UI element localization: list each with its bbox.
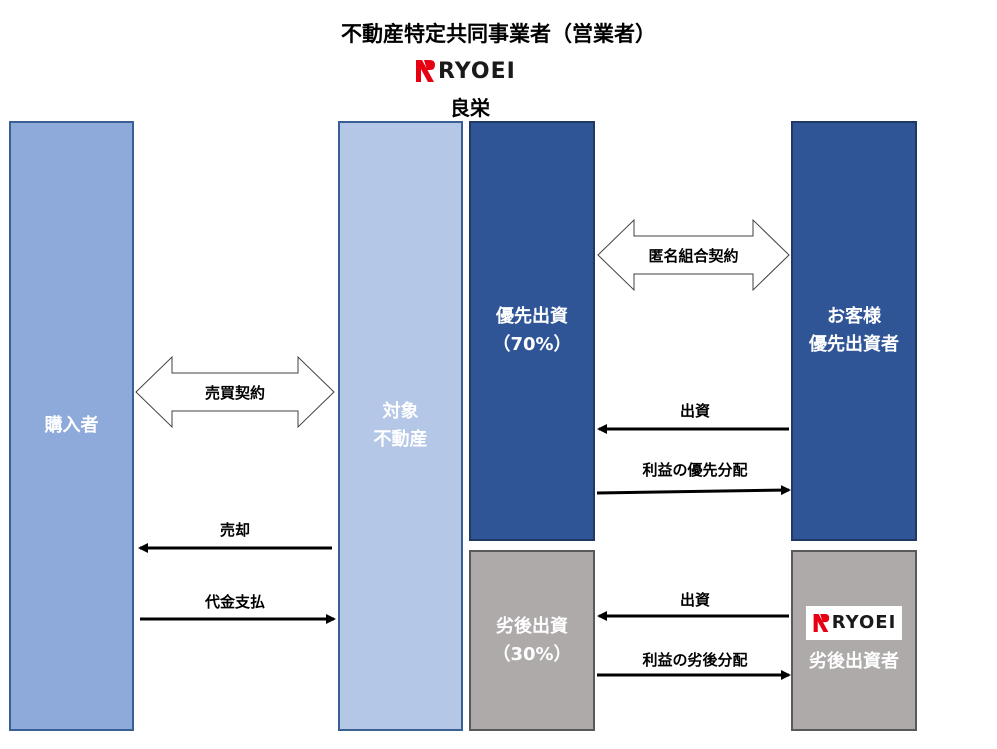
senior-profit-arrow	[596, 485, 791, 496]
tokumei-contract-label: 匿名組合契約	[648, 247, 739, 265]
ryoei-logo-mark-icon	[416, 60, 435, 82]
junior-investment-label: 出資	[679, 591, 710, 609]
senior-profit-label: 利益の優先分配	[642, 461, 748, 479]
senior-investment-label: 出資	[679, 402, 710, 420]
ryoei-logo-mark-icon	[813, 613, 829, 632]
junior-investor-box: RYOEI 劣後出資者	[791, 550, 917, 731]
sale-contract-double-arrow	[135, 355, 335, 429]
page-title: 不動産特定共同事業者（営業者）	[341, 22, 656, 46]
junior-investor-logo: RYOEI	[805, 605, 903, 640]
sale-contract-label: 売買契約	[204, 384, 265, 402]
tokumei-contract-double-arrow	[597, 218, 790, 292]
junior-investor-label: 劣後出資者	[809, 650, 899, 672]
senior-investment-box: 優先出資 （70%）	[469, 121, 595, 541]
ryoei-logo-text: RYOEI	[438, 58, 516, 84]
sale-label: 売却	[219, 521, 250, 539]
customer-senior-investor-box: お客様 優先出資者	[791, 121, 917, 541]
junior-profit-label: 利益の劣後分配	[642, 651, 748, 669]
payment-label: 代金支払	[204, 593, 265, 611]
ryoei-logo: RYOEI	[414, 58, 516, 84]
buyer-box: 購入者	[9, 121, 134, 731]
junior-investor-logo-text: RYOEI	[831, 611, 897, 633]
property-box: 対象 不動産	[338, 121, 463, 731]
company-name: 良栄	[450, 96, 490, 120]
junior-investment-box: 劣後出資 （30%）	[469, 550, 595, 731]
